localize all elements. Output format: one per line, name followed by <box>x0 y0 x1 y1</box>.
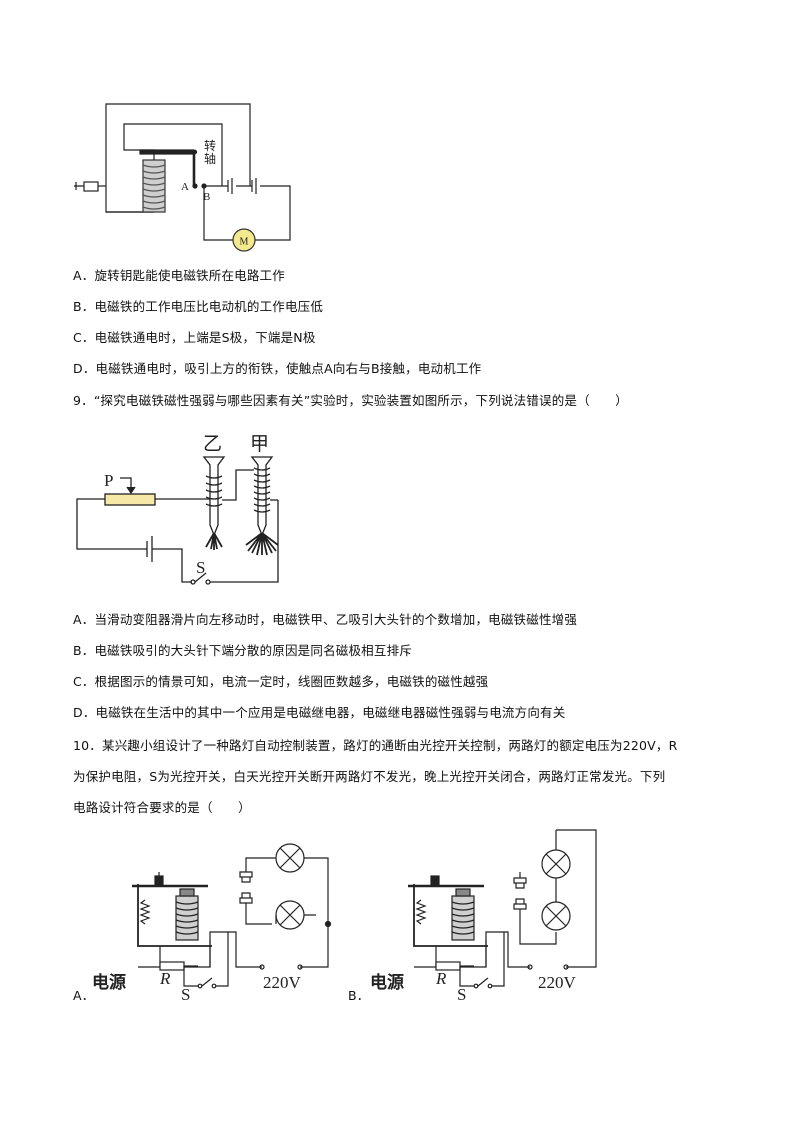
q8-option-a: A．旋转钥匙能使电磁铁所在电路工作 <box>73 268 285 283</box>
q8-option-c: C．电磁铁通电时，上端是S极，下端是N极 <box>73 330 316 345</box>
q8-option-b: B．电磁铁的工作电压比电动机的工作电压低 <box>73 299 324 314</box>
q10-stem-line-2: 为保护电阻，S为光控开关，白天光控开关断开两路灯不发光，晚上光控开关闭合，两路灯… <box>73 769 666 784</box>
q9-option-a: A．当滑动变阻器滑片向左移动时，电磁铁甲、乙吸引大头针的个数增加，电磁铁磁性增强 <box>73 612 578 627</box>
resistor-r-label-b: R <box>435 969 447 988</box>
resistor-r-label-a: R <box>159 969 171 988</box>
q9-option-b: B．电磁铁吸引的大头针下端分散的原因是同名磁极相互排斥 <box>73 643 412 658</box>
voltage-label-b: 220V <box>538 973 577 992</box>
q9-option-c: C．根据图示的情景可知，电流一定时，线圈匝数越多，电磁铁的磁性越强 <box>73 674 489 689</box>
q9-option-d: D．电磁铁在生活中的其中一个应用是电磁继电器，电磁继电器磁性强弱与电流方向有关 <box>73 705 566 720</box>
q8-option-d: D．电磁铁通电时，吸引上方的衔铁，使触点A向右与B接触，电动机工作 <box>73 361 482 376</box>
q9-electromagnet-figure: 乙 甲 P S <box>76 434 279 585</box>
magnet-yi-label: 乙 <box>203 434 222 455</box>
contact-a-label: A <box>181 181 189 193</box>
q10-stem-line-1: 10．某兴趣小组设计了一种路灯自动控制装置，路灯的通断由光控开关控制，两路灯的额… <box>73 738 678 753</box>
switch-s-label-b: S <box>457 985 466 1004</box>
switch-s-label-a: S <box>181 985 190 1004</box>
q10-option-b: B． <box>348 988 370 1003</box>
q10-circuit-b: 电源 R S 220V <box>370 829 597 1004</box>
q10-stem-line-3: 电路设计符合要求的是（ ） <box>73 800 251 815</box>
q10-circuit-a: 电源 R S 220V <box>92 843 332 1004</box>
voltage-label-a: 220V <box>263 973 302 992</box>
slider-p-label: P <box>104 471 113 490</box>
q9-stem: 9．“探究电磁铁磁性强弱与哪些因素有关”实验时，实验装置如图所示，下列说法错误的… <box>73 393 628 408</box>
magnet-jia-label: 甲 <box>250 434 269 455</box>
pivot-label-2: 轴 <box>204 151 216 166</box>
q8-circuit-figure: M 转 轴 A B <box>74 103 291 252</box>
power-label-b: 电源 <box>370 972 404 992</box>
motor-label: M <box>240 237 249 248</box>
switch-s-label: S <box>196 558 205 577</box>
contact-b-label: B <box>203 191 210 203</box>
power-label-a: 电源 <box>92 972 126 992</box>
pivot-label-1: 转 <box>204 138 216 153</box>
q10-option-a: A． <box>73 988 95 1003</box>
